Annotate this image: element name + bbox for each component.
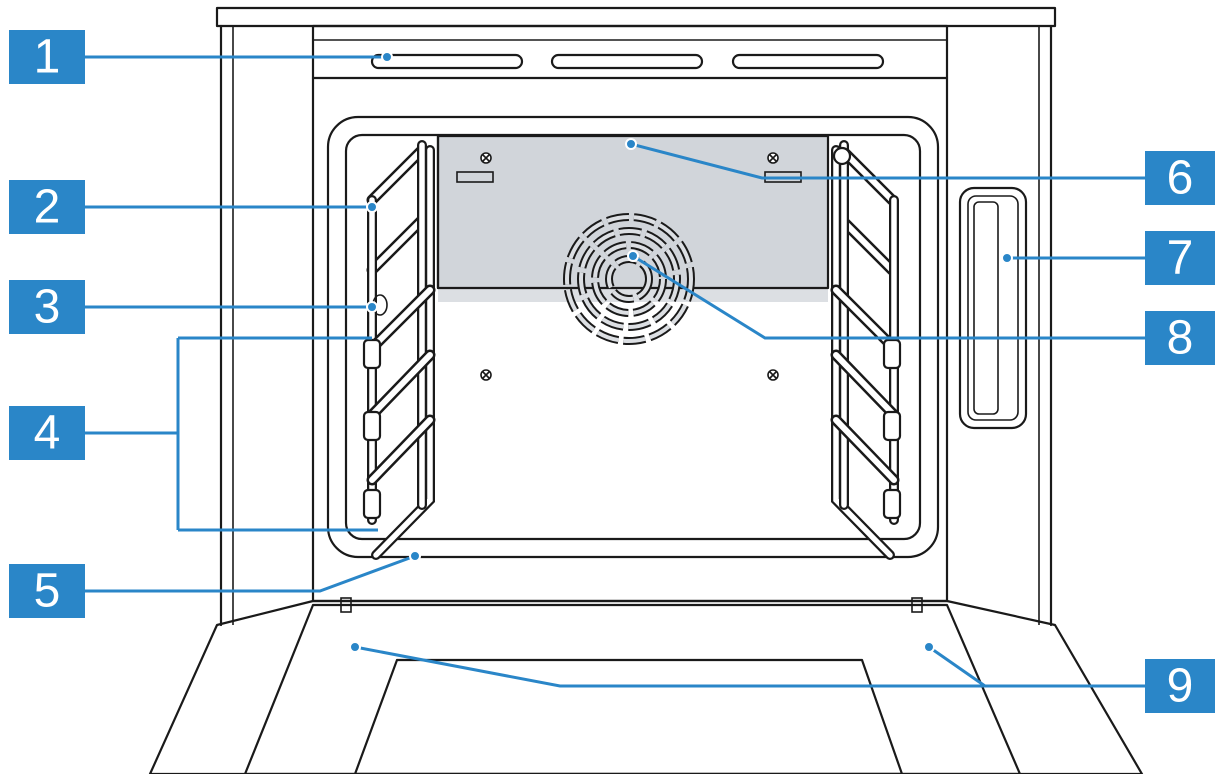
leader-line-9 xyxy=(354,645,1145,688)
oven-door xyxy=(148,597,1144,774)
right-shelf-support xyxy=(830,140,902,560)
callout-2: 2 xyxy=(9,180,85,234)
callout-number: 8 xyxy=(1167,312,1194,365)
leader-line-6 xyxy=(630,142,1145,180)
callout-5: 5 xyxy=(9,564,85,618)
left-shelf-support xyxy=(362,140,436,560)
leader-line-5 xyxy=(85,554,416,593)
screw-icon xyxy=(767,152,779,164)
callout-number: 4 xyxy=(34,407,61,460)
vent-slots xyxy=(370,53,885,70)
callout-7: 7 xyxy=(1145,231,1215,285)
callout-3: 3 xyxy=(9,280,85,334)
callout-number: 9 xyxy=(1167,660,1194,713)
callout-6: 6 xyxy=(1145,151,1215,205)
door-handle-recess xyxy=(958,186,1028,430)
screw-icon xyxy=(767,369,779,381)
screw-icon xyxy=(480,369,492,381)
callout-number: 6 xyxy=(1167,152,1194,205)
leader-line-4 xyxy=(85,336,378,532)
fan-cover xyxy=(563,213,695,345)
callout-4: 4 xyxy=(9,406,85,460)
oven-housing xyxy=(215,6,1057,627)
leader-lines xyxy=(85,51,1145,688)
callout-number: 3 xyxy=(34,281,61,334)
leader-line-8 xyxy=(632,254,1145,340)
callout-9: 9 xyxy=(1145,659,1215,713)
callout-8: 8 xyxy=(1145,311,1215,365)
callout-number: 7 xyxy=(1167,232,1194,285)
callout-number: 1 xyxy=(34,31,61,84)
callout-number: 5 xyxy=(34,565,61,618)
callout-number: 2 xyxy=(34,181,61,234)
screw-icon xyxy=(480,152,492,164)
callout-1: 1 xyxy=(9,30,85,84)
